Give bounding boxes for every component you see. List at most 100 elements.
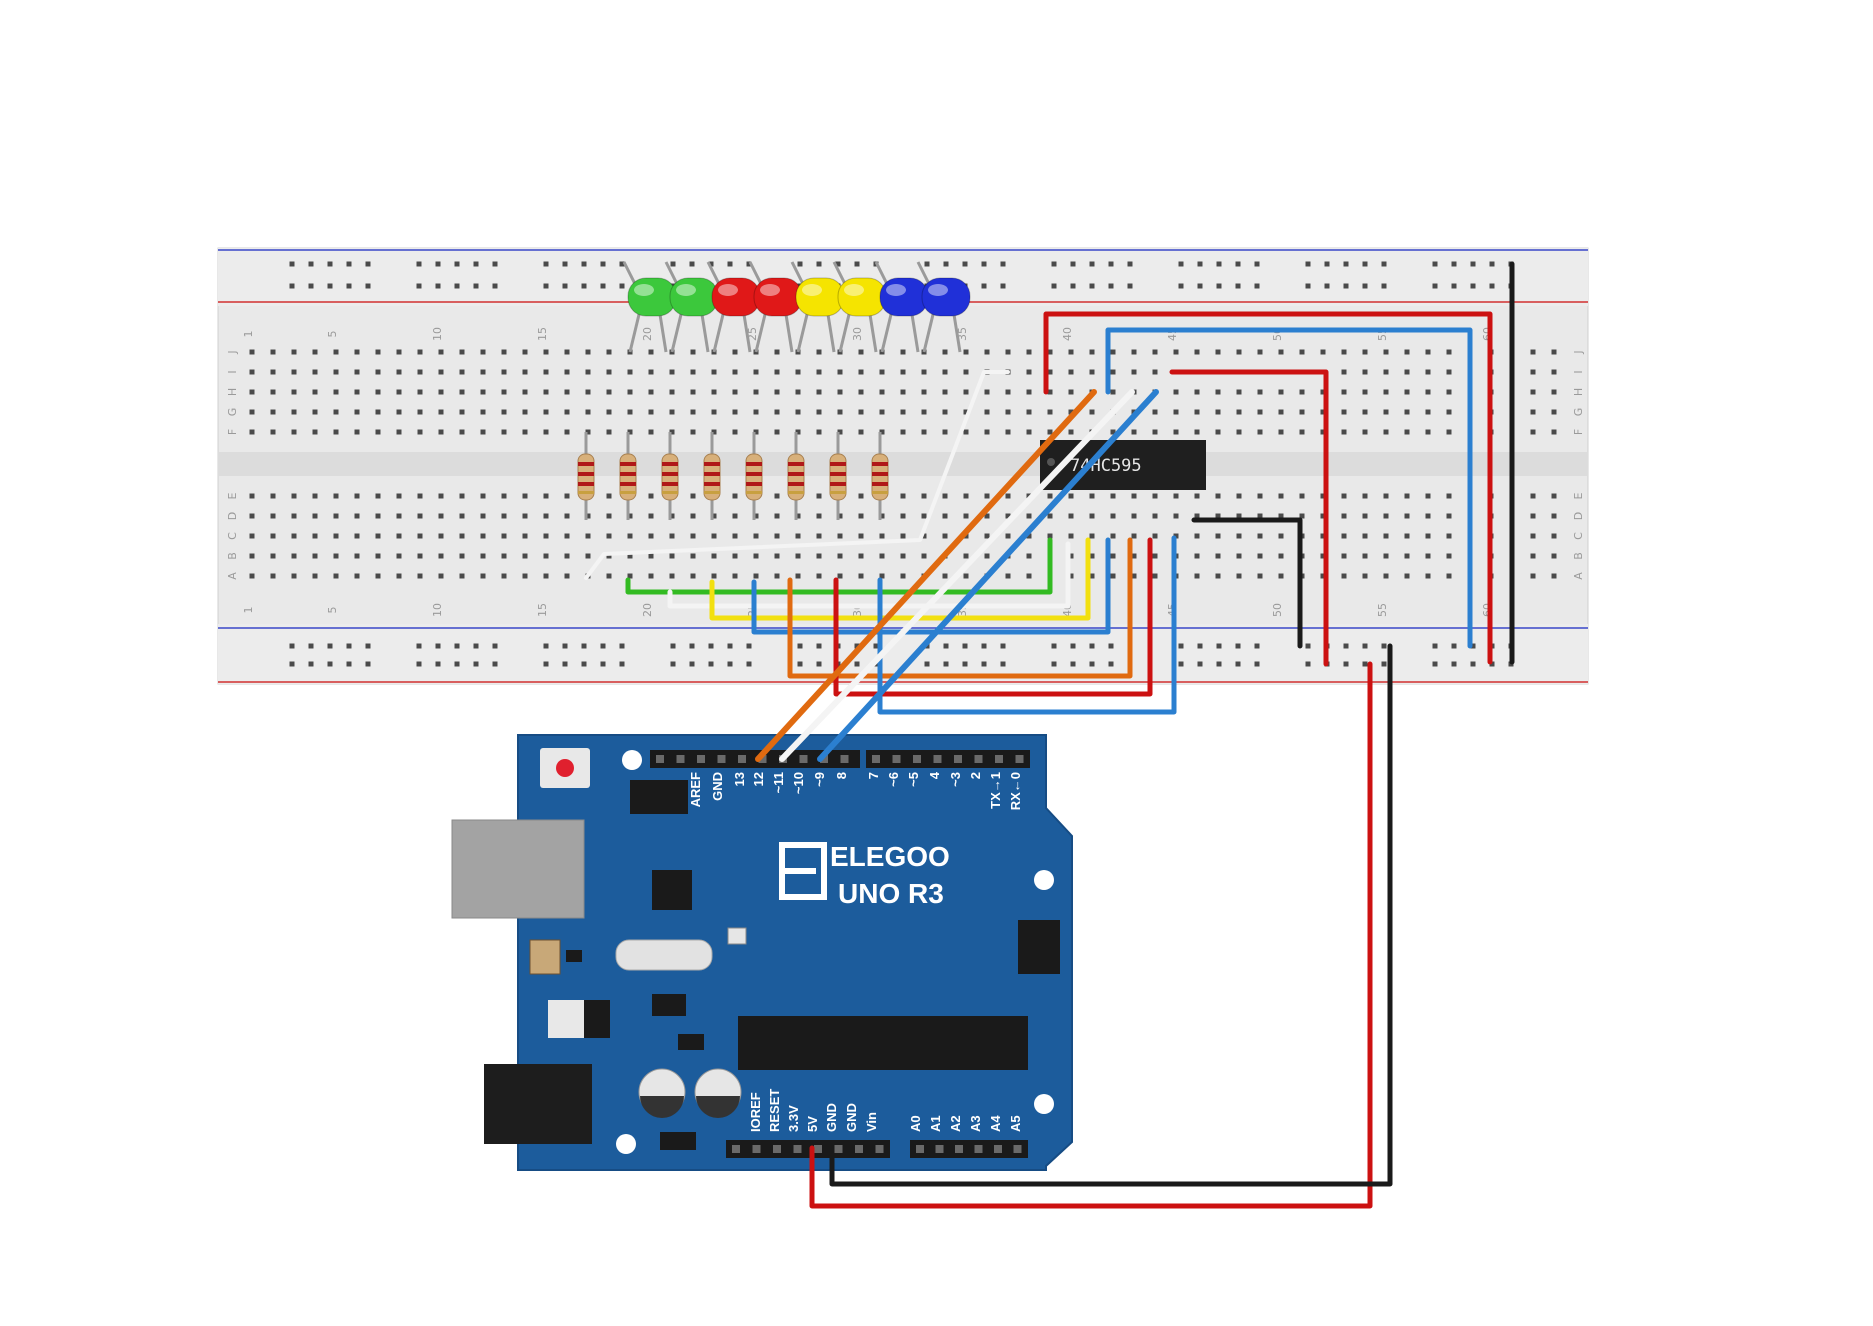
rail-hole: [671, 662, 676, 667]
breadboard-hole: [943, 370, 948, 375]
breadboard-hole: [502, 534, 507, 539]
breadboard-hole: [607, 430, 612, 435]
analog-pin-label: A5: [1008, 1115, 1023, 1132]
breadboard-hole: [859, 430, 864, 435]
row-letter: F: [226, 429, 239, 435]
row-letter: E: [226, 492, 239, 499]
breadboard-hole: [1132, 534, 1137, 539]
row-letter: H: [1572, 388, 1585, 396]
breadboard-hole: [1426, 574, 1431, 579]
header-pin: [994, 1145, 1002, 1153]
breadboard-hole: [1426, 514, 1431, 519]
breadboard-hole: [1153, 574, 1158, 579]
breadboard-hole: [355, 370, 360, 375]
smd-chip: [652, 994, 686, 1016]
breadboard-hole: [1195, 410, 1200, 415]
breadboard-hole: [922, 494, 927, 499]
breadboard-hole: [712, 410, 717, 415]
breadboard-hole: [859, 494, 864, 499]
breadboard-hole: [670, 574, 675, 579]
breadboard-hole: [292, 554, 297, 559]
rail-hole: [290, 284, 295, 289]
breadboard-hole: [817, 574, 822, 579]
breadboard-hole: [397, 514, 402, 519]
rail-hole: [1001, 644, 1006, 649]
breadboard-hole: [250, 430, 255, 435]
breadboard-hole: [1300, 410, 1305, 415]
breadboard-hole: [439, 390, 444, 395]
rail-hole: [1071, 644, 1076, 649]
power-pin-label: 3.3V: [786, 1105, 801, 1132]
rail-hole: [1471, 662, 1476, 667]
rail-hole: [709, 644, 714, 649]
breadboard-hole: [460, 494, 465, 499]
column-number-top: 20: [641, 327, 654, 341]
breadboard-hole: [775, 370, 780, 375]
breadboard-hole: [523, 350, 528, 355]
breadboard-hole: [586, 410, 591, 415]
breadboard-hole: [943, 534, 948, 539]
breadboard-hole: [1027, 410, 1032, 415]
breadboard-hole: [565, 370, 570, 375]
breadboard-hole: [1384, 370, 1389, 375]
breadboard-hole: [670, 534, 675, 539]
breadboard-hole: [1447, 350, 1452, 355]
breadboard-hole: [859, 554, 864, 559]
rail-hole: [1433, 662, 1438, 667]
breadboard-hole: [460, 390, 465, 395]
row-letter: I: [1572, 370, 1585, 373]
column-number-top: 5: [326, 331, 339, 338]
digital-pin-label: ~10: [791, 772, 806, 794]
column-number-top: 1: [242, 331, 255, 338]
breadboard-hole: [943, 514, 948, 519]
rail-hole: [1471, 284, 1476, 289]
breadboard-hole: [565, 534, 570, 539]
rail-hole: [1198, 284, 1203, 289]
breadboard-hole: [250, 534, 255, 539]
breadboard-hole: [1153, 350, 1158, 355]
breadboard-hole: [607, 494, 612, 499]
breadboard-hole: [1006, 410, 1011, 415]
digital-pin-label: AREF: [688, 772, 703, 807]
breadboard-hole: [1174, 350, 1179, 355]
breadboard-hole: [1363, 430, 1368, 435]
breadboard-hole: [649, 574, 654, 579]
breadboard-hole: [733, 494, 738, 499]
breadboard-hole: [775, 430, 780, 435]
breadboard-hole: [439, 430, 444, 435]
breadboard-hole: [460, 430, 465, 435]
breadboard-hole: [334, 370, 339, 375]
rail-hole: [1382, 262, 1387, 267]
breadboard-hole: [355, 554, 360, 559]
rail-hole: [366, 284, 371, 289]
header-pin: [773, 1145, 781, 1153]
reset-button-cap[interactable]: [556, 759, 574, 777]
breadboard-hole: [292, 370, 297, 375]
header-pin: [800, 755, 808, 763]
breadboard-hole: [1153, 554, 1158, 559]
header-pin: [975, 1145, 983, 1153]
column-number-bottom: 5: [326, 607, 339, 614]
breadboard-hole: [754, 370, 759, 375]
breadboard-hole: [460, 554, 465, 559]
breadboard-hole: [271, 494, 276, 499]
breadboard-hole: [397, 430, 402, 435]
breadboard-hole: [817, 534, 822, 539]
breadboard-hole: [1258, 534, 1263, 539]
breadboard-hole: [1237, 534, 1242, 539]
breadboard-hole: [523, 390, 528, 395]
breadboard-hole: [1384, 514, 1389, 519]
rail-hole: [474, 262, 479, 267]
breadboard-hole: [1111, 350, 1116, 355]
breadboard-hole: [1426, 554, 1431, 559]
breadboard-hole: [1531, 574, 1536, 579]
row-letter: G: [226, 408, 239, 417]
breadboard-hole: [649, 430, 654, 435]
rail-hole: [747, 662, 752, 667]
breadboard-hole: [1132, 350, 1137, 355]
breadboard-hole: [313, 554, 318, 559]
breadboard-hole: [334, 390, 339, 395]
breadboard-hole: [271, 514, 276, 519]
breadboard-hole: [544, 430, 549, 435]
rail-hole: [347, 662, 352, 667]
